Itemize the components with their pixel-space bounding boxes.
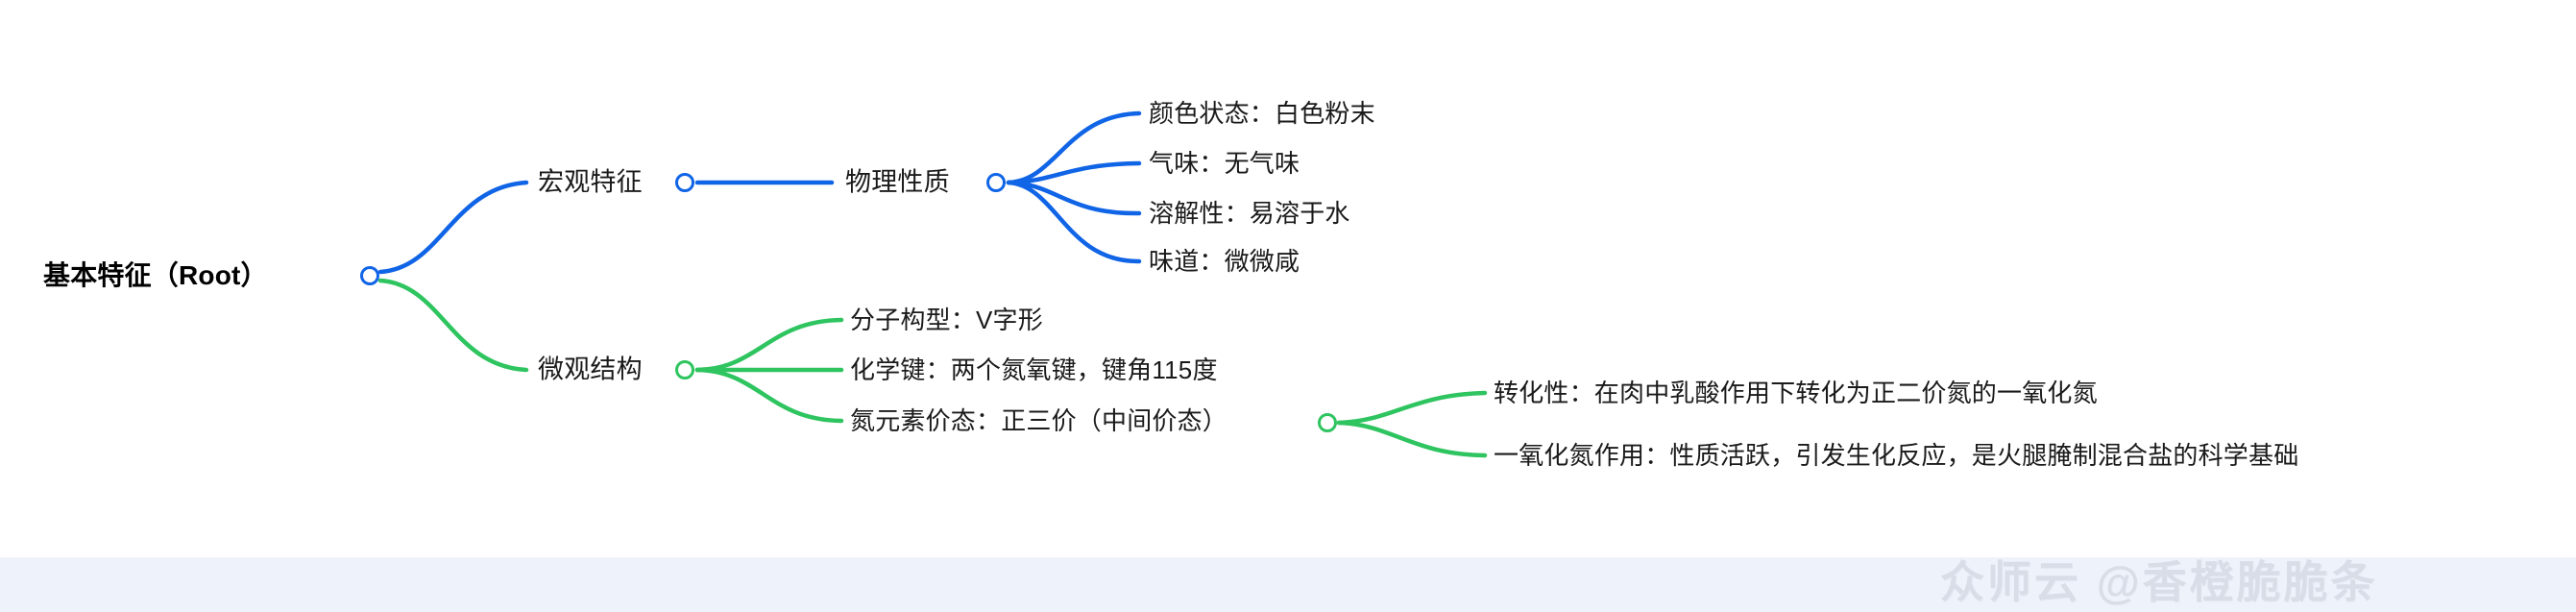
leaf-molecular-geometry[interactable]: 分子构型：V字形	[850, 306, 1043, 334]
branch-macro-connector-circle[interactable]	[675, 173, 694, 192]
leaf-convertibility[interactable]: 转化性：在肉中乳酸作用下转化为正二价氮的一氧化氮	[1494, 379, 2098, 407]
root-connector-circle[interactable]	[360, 266, 379, 285]
leaf-nitrogen-valence[interactable]: 氮元素价态：正三价（中间价态）	[850, 406, 1228, 435]
bottom-band	[0, 557, 2576, 612]
leaf-color-state[interactable]: 颜色状态：白色粉末	[1149, 99, 1375, 128]
physical-properties-connector-circle[interactable]	[986, 173, 1006, 192]
root-node-label[interactable]: 基本特征（Root）	[43, 260, 268, 290]
node-physical-properties-label[interactable]: 物理性质	[845, 167, 950, 197]
leaf-nitric-oxide-effect[interactable]: 一氧化氮作用：性质活跃，引发生化反应，是火腿腌制混合盐的科学基础	[1494, 441, 2299, 470]
branch-node-micro-label[interactable]: 微观结构	[538, 355, 643, 384]
leaf-taste[interactable]: 味道：微微咸	[1149, 247, 1300, 276]
branch-node-macro-label[interactable]: 宏观特征	[538, 167, 643, 197]
leaf-chemical-bond[interactable]: 化学键：两个氮氧键，键角115度	[850, 355, 1218, 384]
leaf-solubility[interactable]: 溶解性：易溶于水	[1149, 199, 1350, 228]
branch-micro-connector-circle[interactable]	[675, 360, 694, 379]
leaf-odor[interactable]: 气味：无气味	[1149, 149, 1300, 178]
watermark-text: 众师云 @香橙脆脆条	[1940, 557, 2378, 607]
nitrogen-valence-connector-circle[interactable]	[1318, 413, 1337, 432]
